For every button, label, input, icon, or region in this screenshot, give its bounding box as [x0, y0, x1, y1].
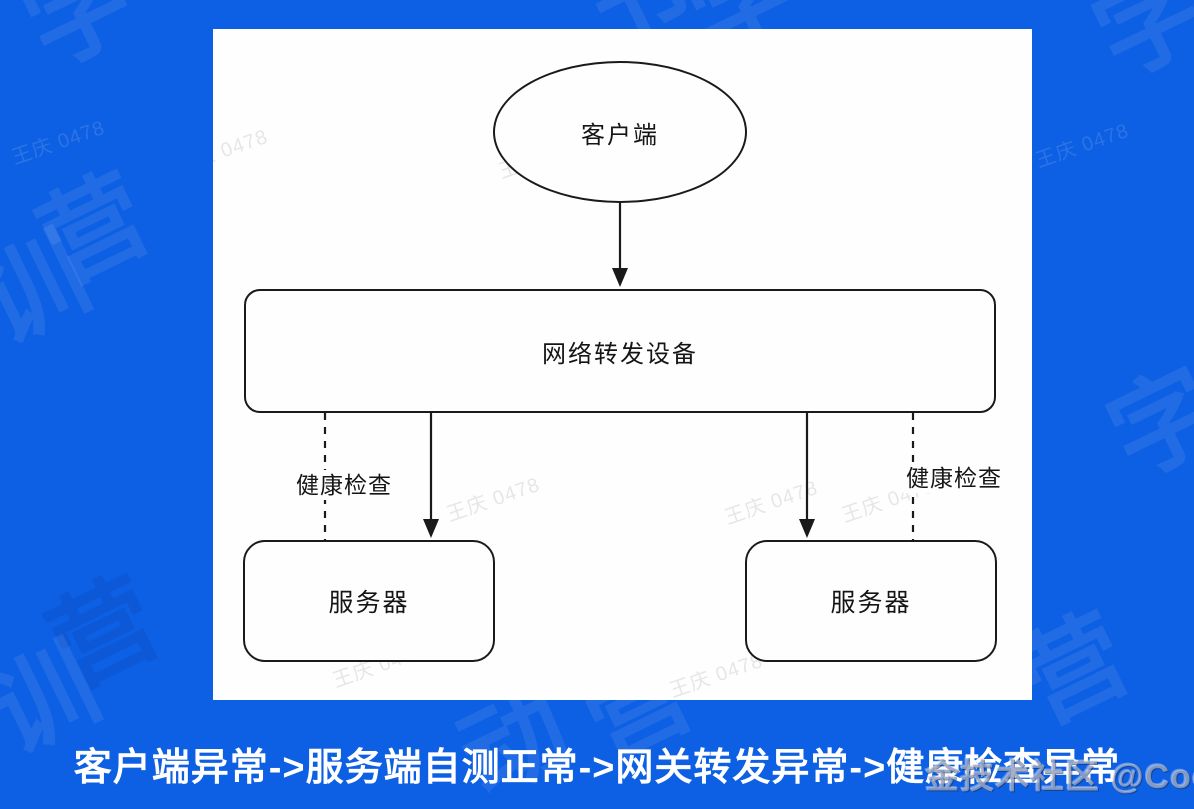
node-client: 客户端	[493, 61, 747, 203]
arrowhead-client-to-forwarder	[612, 268, 628, 287]
brand-watermark-char: 训	[0, 625, 117, 775]
owner-watermark: 王庆 0478	[1033, 119, 1132, 173]
brand-watermark-char: 训	[0, 215, 107, 365]
node-server-right-label: 服务器	[830, 589, 912, 617]
brand-watermark-char: 字	[1091, 349, 1194, 499]
edge-label-health-check-right: 健康检查	[903, 463, 1005, 494]
edge-label-health-check-left: 健康检查	[293, 470, 395, 501]
node-forwarder-label: 网络转发设备	[542, 340, 698, 368]
community-watermark: 金技术社区 @Cool	[925, 758, 1194, 796]
brand-watermark-char: 营	[31, 559, 177, 709]
brand-watermark-char: 营	[21, 155, 167, 305]
node-server-left-label: 服务器	[328, 589, 410, 617]
node-forwarder: 网络转发设备	[244, 289, 996, 413]
brand-watermark-char: 字	[1077, 0, 1194, 99]
node-server-left: 服务器	[243, 540, 495, 662]
arrowhead-left-server	[423, 519, 439, 538]
diagram-caption: 客户端异常->服务端自测正常->网关转发异常->健康检查异常	[73, 747, 1121, 789]
owner-watermark: 王庆 0478	[9, 116, 108, 170]
node-server-right: 服务器	[745, 540, 997, 662]
brand-watermark-char: 字	[7, 0, 153, 89]
node-client-label: 客户端	[581, 121, 659, 149]
arrowhead-right-server	[799, 519, 815, 538]
diagram-edges	[323, 203, 915, 540]
